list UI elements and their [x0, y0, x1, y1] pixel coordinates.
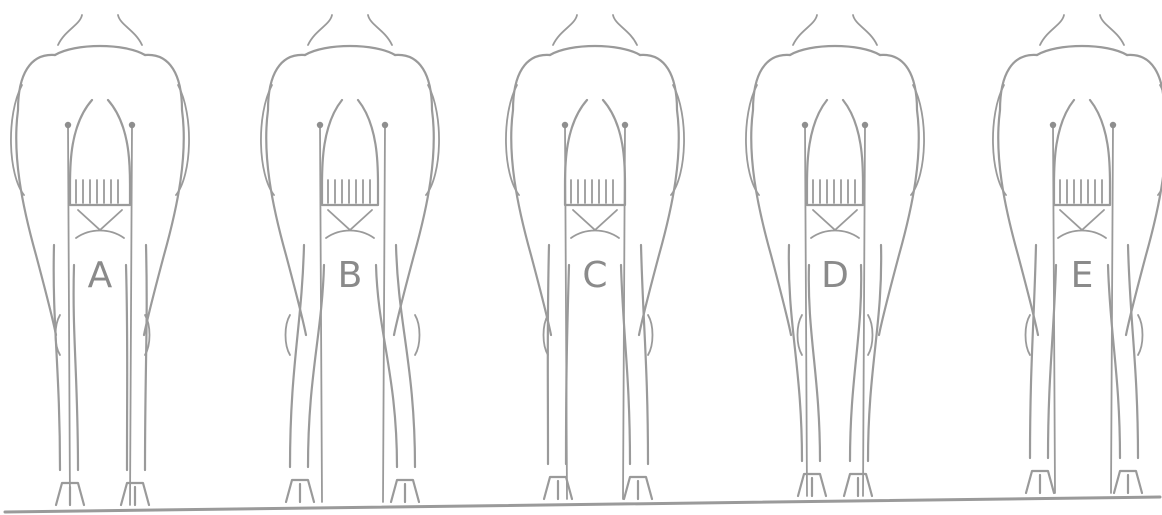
panel-label: B — [338, 255, 363, 296]
plumb-line — [623, 125, 625, 499]
leg-left-outer — [54, 245, 60, 470]
ground-line — [5, 497, 1160, 512]
tail — [565, 100, 625, 205]
hip-sketch — [553, 15, 577, 45]
tail — [70, 100, 130, 205]
plumb-line — [1111, 125, 1113, 493]
hip-sketch — [118, 15, 142, 45]
udder-outline — [571, 210, 619, 238]
plumb-point — [622, 122, 628, 128]
leg-right-inner — [850, 265, 861, 461]
hip-sketch — [613, 15, 637, 45]
leg-left-inner — [809, 265, 820, 461]
hock-left — [1026, 315, 1031, 355]
hip-sketch — [853, 15, 877, 45]
leg-right-outer — [1128, 245, 1138, 458]
panel-e: E — [993, 15, 1162, 493]
hip-sketch — [793, 15, 817, 45]
udder-outline — [76, 210, 124, 238]
hoof-left — [1026, 471, 1054, 493]
panel-b: B — [261, 15, 439, 502]
panel-c: C — [506, 15, 684, 499]
hoof-left — [286, 480, 314, 502]
hock-left — [798, 315, 803, 355]
flank-right — [1158, 85, 1162, 195]
back-curve — [305, 46, 395, 55]
hoof-right — [1114, 471, 1142, 493]
hip-sketch — [58, 15, 82, 45]
leg-right-inner — [621, 265, 630, 464]
plumb-point — [317, 122, 323, 128]
leg-right-inner — [126, 265, 127, 470]
leg-right-inner — [376, 265, 397, 467]
plumb-point — [1050, 122, 1056, 128]
hock-right — [415, 315, 420, 355]
hoof-right — [121, 483, 149, 505]
plumb-point — [862, 122, 868, 128]
panel-d: D — [746, 15, 924, 496]
hoof-left — [798, 474, 826, 496]
hock-right — [868, 315, 873, 355]
leg-right-outer — [641, 245, 648, 464]
plumb-point — [1110, 122, 1116, 128]
hip-sketch — [308, 15, 332, 45]
back-curve — [55, 46, 145, 55]
leg-right-inner — [1108, 265, 1120, 458]
hock-left — [286, 315, 291, 355]
plumb-point — [562, 122, 568, 128]
leg-right-outer — [396, 245, 415, 467]
leg-left-inner — [74, 265, 78, 470]
panel-label: A — [88, 255, 113, 296]
udder-outline — [811, 210, 859, 238]
hock-right — [1138, 315, 1143, 355]
leg-right-outer — [145, 245, 147, 470]
leg-left-outer — [1030, 245, 1036, 458]
plumb-point — [65, 122, 71, 128]
hoof-right — [624, 477, 652, 499]
hock-right — [648, 315, 653, 355]
plumb-point — [802, 122, 808, 128]
panel-label: E — [1071, 255, 1094, 296]
back-curve — [790, 46, 880, 55]
back-curve — [550, 46, 640, 55]
hip-sketch — [1100, 15, 1124, 45]
plumb-point — [382, 122, 388, 128]
hip-sketch — [1040, 15, 1064, 45]
panel-a: A — [11, 15, 189, 505]
panel-label: D — [821, 255, 849, 296]
udder-outline — [326, 210, 374, 238]
panel-label: C — [582, 255, 607, 296]
hip-sketch — [368, 15, 392, 45]
back-curve — [1037, 46, 1127, 55]
panels-group: A B C D E — [11, 15, 1162, 505]
plumb-point — [129, 122, 135, 128]
hoof-right — [844, 474, 872, 496]
udder-outline — [1058, 210, 1106, 238]
plumb-line — [383, 125, 385, 502]
hoof-right — [391, 480, 419, 502]
